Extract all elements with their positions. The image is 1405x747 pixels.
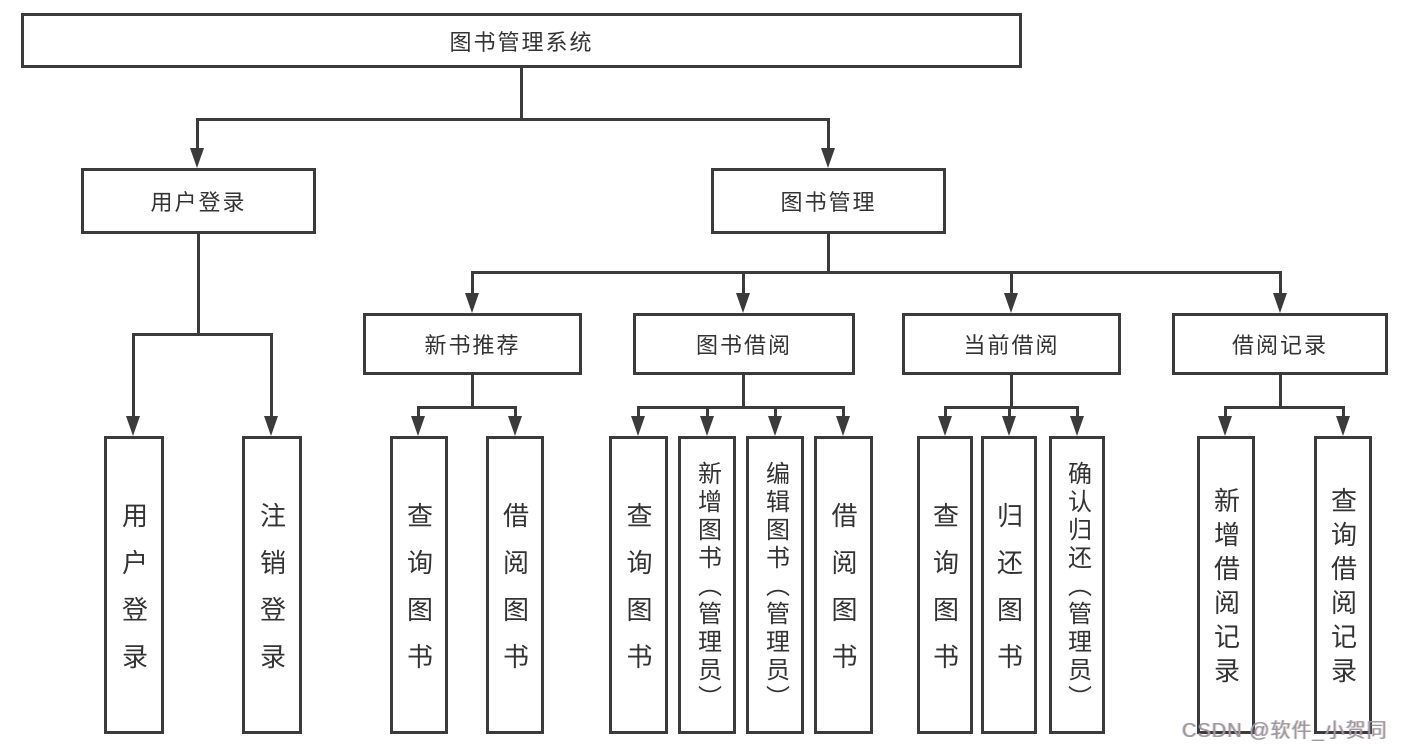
- leaf-label: 借阅图书: [828, 501, 858, 690]
- node-borrowing-records: 借阅记录: [1172, 313, 1388, 375]
- leaf-label: 查询图书: [623, 501, 653, 690]
- leaf-label: 查询借阅记录: [1327, 487, 1358, 691]
- arrow-down: [836, 416, 850, 436]
- arrow-down: [736, 293, 750, 313]
- connector-drop-login: [196, 118, 199, 150]
- leaf-label: 新增借阅记录: [1210, 487, 1241, 691]
- arrow-down: [264, 416, 278, 436]
- leaf-edit-books-admin: 编辑图书（管理员）: [746, 436, 804, 734]
- arrow-down: [1273, 293, 1287, 313]
- connector-drop: [742, 271, 745, 295]
- connector-current-stem: [1010, 375, 1013, 408]
- connector-drop: [132, 333, 135, 418]
- connector-record-stem: [1279, 375, 1282, 408]
- leaf-confirm-return-admin: 确认归还（管理员）: [1049, 436, 1105, 734]
- leaf-label: 确认归还（管理员）: [1063, 461, 1091, 713]
- leaf-query-books-borrow: 查询图书: [609, 436, 668, 734]
- arrow-down: [700, 416, 714, 436]
- leaf-label: 编辑图书（管理员）: [761, 461, 789, 713]
- leaf-label: 注销登录: [256, 501, 287, 690]
- connector-borrow-rail: [637, 406, 845, 409]
- leaf-label: 归还图书: [993, 501, 1024, 690]
- leaf-label: 借阅图书: [499, 501, 530, 690]
- node-label: 当前借阅: [963, 333, 1060, 358]
- connector-drop: [270, 333, 273, 418]
- connector-drop: [1342, 406, 1345, 418]
- connector-current-rail: [944, 406, 1079, 409]
- connector-record-rail: [1224, 406, 1345, 409]
- connector-recommend-stem: [471, 375, 474, 408]
- connector-drop-mgmt: [827, 118, 830, 150]
- leaf-add-borrow-record: 新增借阅记录: [1197, 436, 1255, 734]
- connector-recommend-rail: [417, 406, 517, 409]
- leaf-return-books: 归还图书: [981, 436, 1037, 734]
- leaf-label: 新增图书（管理员）: [693, 461, 721, 713]
- arrow-down: [508, 416, 522, 436]
- connector-drop: [417, 406, 420, 418]
- node-label: 图书管理: [780, 190, 877, 215]
- connector-drop: [706, 406, 709, 418]
- leaf-query-books-current: 查询图书: [917, 436, 973, 734]
- connector-drop: [842, 406, 845, 418]
- arrow-down: [411, 416, 425, 436]
- node-label: 用户登录: [150, 190, 247, 215]
- leaf-user-login: 用户登录: [104, 436, 164, 734]
- leaf-add-books-admin: 新增图书（管理员）: [678, 436, 736, 734]
- node-label: 图书借阅: [695, 333, 792, 358]
- connector-drop: [1076, 406, 1079, 418]
- connector-login-rail: [132, 333, 273, 336]
- leaf-label: 用户登录: [118, 501, 149, 690]
- arrow-down: [1002, 416, 1016, 436]
- arrow-down: [1004, 293, 1018, 313]
- node-new-book-recommend: 新书推荐: [363, 313, 582, 375]
- leaf-label: 查询图书: [403, 501, 434, 690]
- leaf-borrow-books: 借阅图书: [814, 436, 873, 734]
- connector-login-stem: [197, 234, 200, 336]
- connector-borrow-stem: [742, 375, 745, 408]
- connector-drop: [637, 406, 640, 418]
- connector-mgmt-stem: [827, 234, 830, 274]
- arrow-down: [821, 148, 835, 168]
- csdn-watermark: CSDN @软件_小贺同学: [1182, 720, 1388, 742]
- connector-drop: [1279, 271, 1282, 295]
- arrow-down: [768, 416, 782, 436]
- arrow-down: [1070, 416, 1084, 436]
- connector-root-stem: [520, 68, 523, 120]
- node-book-management: 图书管理: [711, 168, 946, 234]
- connector-drop: [514, 406, 517, 418]
- connector-drop: [944, 406, 947, 418]
- connector-drop: [471, 271, 474, 295]
- arrow-down: [190, 148, 204, 168]
- connector-drop: [774, 406, 777, 418]
- arrow-down: [938, 416, 952, 436]
- connector-drop: [1008, 406, 1011, 418]
- node-current-borrowing: 当前借阅: [902, 313, 1121, 375]
- connector-root-rail: [196, 118, 830, 121]
- leaf-borrow-books-recommend: 借阅图书: [486, 436, 544, 734]
- connector-drop: [1224, 406, 1227, 418]
- leaf-query-borrow-record: 查询借阅记录: [1314, 436, 1372, 734]
- node-label: 新书推荐: [424, 333, 521, 358]
- arrow-down: [1336, 416, 1350, 436]
- node-book-borrowing: 图书借阅: [633, 313, 855, 375]
- node-root-library-system: 图书管理系统: [21, 13, 1022, 68]
- node-label: 图书管理系统: [449, 29, 594, 55]
- node-label: 借阅记录: [1231, 333, 1328, 358]
- arrow-down: [126, 416, 140, 436]
- arrow-down: [465, 293, 479, 313]
- arrow-down: [1218, 416, 1232, 436]
- arrow-down: [631, 416, 645, 436]
- leaf-label: 查询图书: [929, 501, 960, 690]
- connector-mgmt-rail: [471, 271, 1282, 274]
- leaf-query-books-recommend: 查询图书: [390, 436, 448, 734]
- node-user-login: 用户登录: [81, 168, 316, 234]
- connector-drop: [1010, 271, 1013, 295]
- leaf-logout: 注销登录: [242, 436, 302, 734]
